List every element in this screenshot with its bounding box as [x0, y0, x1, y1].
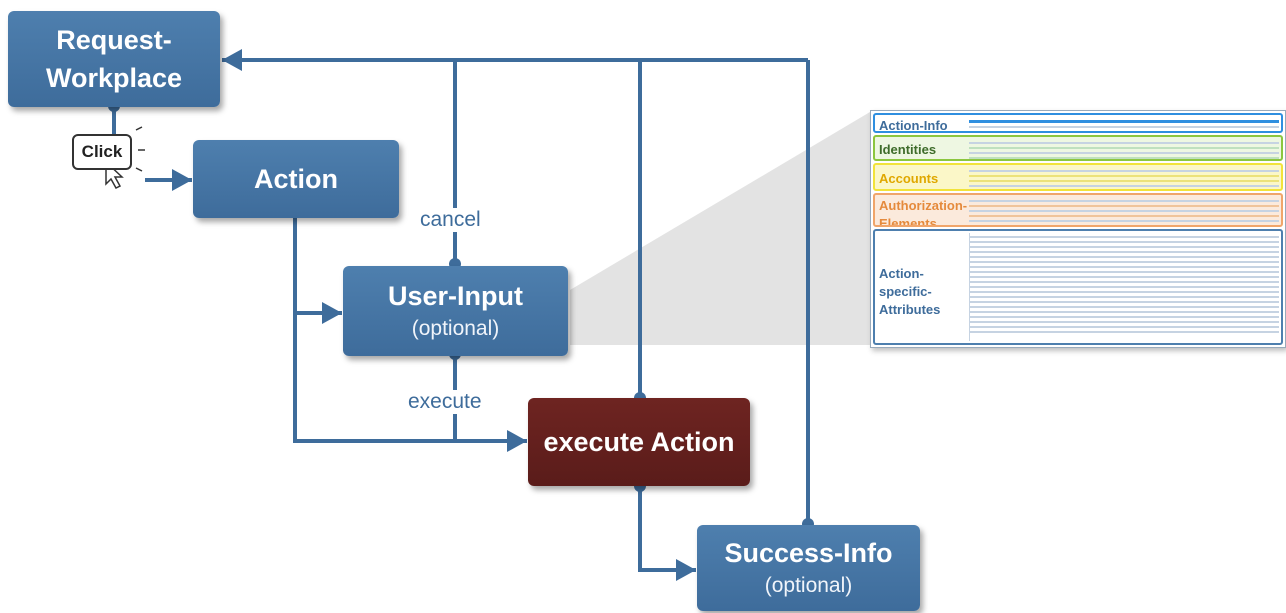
thumb-section-label: Action-Info — [879, 118, 948, 133]
node-success-info: Success-Info (optional) — [697, 525, 920, 611]
node-request-workplace-label: Request- Workplace — [45, 25, 183, 93]
thumb-section-identities: Identities — [873, 135, 1283, 161]
thumb-section-label: Action- specific- Attributes — [879, 266, 941, 317]
node-action-label: Action — [254, 164, 338, 194]
thumb-section-label: Authorization- Elements — [879, 198, 968, 227]
edge-label-execute: execute — [404, 390, 486, 414]
node-user-input-label: User-Input — [388, 281, 523, 311]
node-execute-action: execute Action — [528, 398, 750, 486]
node-user-input: User-Input (optional) — [343, 266, 568, 356]
node-success-info-label: Success-Info — [724, 538, 893, 568]
thumb-section-action-info: Action-Info — [873, 113, 1283, 133]
node-request-workplace: Request- Workplace — [8, 11, 220, 107]
click-badge-label: Click — [81, 142, 123, 161]
thumb-section-label: Accounts — [879, 171, 939, 186]
node-user-input-sublabel: (optional) — [411, 317, 500, 340]
thumb-section-authorization-elements: Authorization- Elements — [873, 193, 1283, 227]
zoom-wedge — [570, 112, 870, 345]
node-action: Action — [193, 140, 399, 218]
thumb-section-accounts: Accounts — [873, 163, 1283, 191]
click-badge: Click — [72, 134, 132, 170]
thumb-section-label: Identities — [879, 142, 937, 157]
edge-label-cancel: cancel — [416, 208, 485, 232]
connector-action-execute — [293, 313, 527, 452]
connector-execute-success — [638, 484, 696, 581]
thumb-section-action-specific-attributes: Action- specific- Attributes — [873, 229, 1283, 345]
node-success-info-sublabel: (optional) — [764, 574, 853, 597]
screenshot-thumbnail: Action-Info Identities Accounts Authoriz… — [870, 110, 1286, 348]
node-execute-action-label: execute Action — [543, 427, 735, 457]
